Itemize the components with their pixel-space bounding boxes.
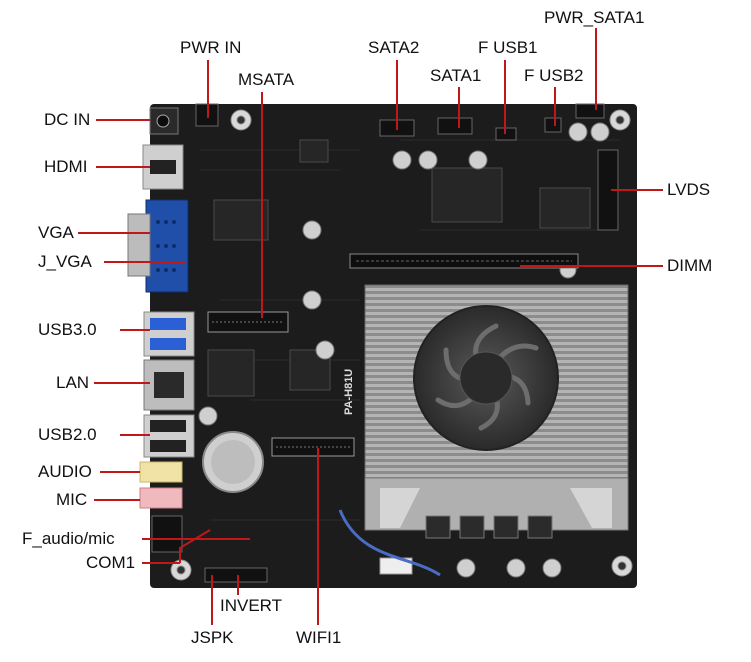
- hdmi-port: [142, 144, 184, 190]
- label-invert: INVERT: [220, 596, 283, 615]
- vrm-inductors: [425, 515, 553, 539]
- label-j-vga: J_VGA: [38, 252, 92, 271]
- heatsink: [364, 284, 629, 531]
- board-model-text: PA-H81U: [343, 369, 355, 415]
- label-jspk: JSPK: [191, 628, 234, 647]
- fan-cable: [338, 509, 441, 577]
- label-dc-in: DC IN: [44, 110, 91, 129]
- label-lvds: LVDS: [667, 180, 711, 199]
- label-sata2: SATA2: [368, 38, 420, 57]
- mounting-holes: [170, 109, 633, 581]
- audio-jack: [139, 461, 183, 483]
- label-f-usb2: F USB2: [524, 66, 584, 85]
- label-audio: AUDIO: [38, 462, 92, 481]
- label-msata: MSATA: [238, 70, 295, 89]
- chips: [207, 139, 591, 397]
- label-hdmi: HDMI: [44, 157, 88, 176]
- label-pwr-sata1: PWR_SATA1: [544, 8, 645, 27]
- capacitors: [198, 122, 610, 578]
- label-com1: COM1: [86, 553, 136, 572]
- label-f-audio-mic: F_audio/mic: [22, 529, 115, 548]
- label-dimm: DIMM: [667, 256, 713, 275]
- label-usb30: USB3.0: [38, 320, 97, 339]
- label-f-usb1: F USB1: [478, 38, 538, 57]
- label-usb20: USB2.0: [38, 425, 97, 444]
- label-mic: MIC: [56, 490, 88, 509]
- label-sata1: SATA1: [430, 66, 482, 85]
- label-pwr-in: PWR IN: [180, 38, 242, 57]
- label-vga: VGA: [38, 223, 74, 242]
- mic-jack: [139, 487, 183, 509]
- label-lan: LAN: [56, 373, 90, 392]
- leader-lines: [78, 28, 663, 625]
- label-wifi1: WIFI1: [296, 628, 342, 647]
